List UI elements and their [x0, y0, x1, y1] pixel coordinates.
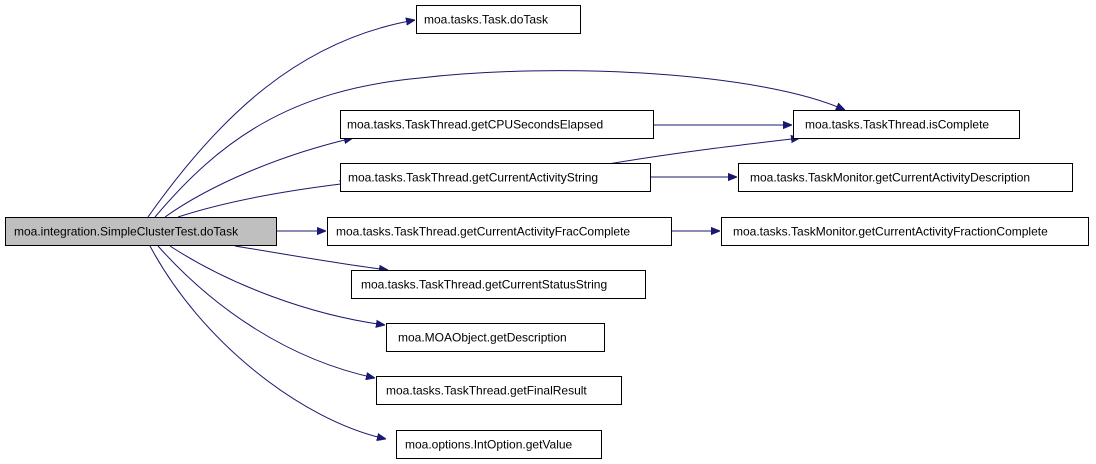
- node-box-getdescription: [386, 323, 605, 352]
- edge-root-to-iscomplete: [154, 70, 845, 218]
- edge-root-to-getcurrentstatusstring: [234, 245, 388, 270]
- edge-root-to-getvalue: [149, 245, 386, 439]
- node-label-getcurrentactivityfraccomplete: moa.tasks.TaskThread.getCurrentActivityF…: [336, 225, 630, 239]
- node-box-task-dotask: [416, 5, 581, 34]
- node-getcurrentactivityfraccomplete[interactable]: moa.tasks.TaskThread.getCurrentActivityF…: [327, 217, 672, 246]
- node-box-root: [5, 217, 277, 246]
- edge-root-to-task-dotask: [147, 20, 415, 218]
- edges: [147, 20, 845, 439]
- node-label-getcpusecondselapsed: moa.tasks.TaskThread.getCPUSecondsElapse…: [347, 118, 603, 132]
- node-box-getvalue: [396, 430, 602, 459]
- node-getcurrentactivitydescription[interactable]: moa.tasks.TaskMonitor.getCurrentActivity…: [738, 163, 1073, 192]
- node-label-task-dotask: moa.tasks.Task.doTask: [424, 13, 549, 27]
- node-getcurrentactivityfractioncomplete[interactable]: moa.tasks.TaskMonitor.getCurrentActivity…: [721, 217, 1089, 246]
- edge-root-to-getcurrentactivitystring: [177, 183, 349, 218]
- node-getfinalresult[interactable]: moa.tasks.TaskThread.getFinalResult: [376, 376, 622, 405]
- node-getvalue[interactable]: moa.options.IntOption.getValue: [396, 430, 602, 459]
- node-label-getdescription: moa.MOAObject.getDescription: [398, 331, 567, 345]
- node-box-getcurrentactivityfraccomplete: [327, 217, 672, 246]
- node-box-getfinalresult: [376, 376, 622, 405]
- edge-root-to-getfinalresult: [157, 245, 375, 378]
- node-label-getcurrentactivitystring: moa.tasks.TaskThread.getCurrentActivityS…: [348, 171, 598, 185]
- node-box-iscomplete: [793, 110, 1020, 139]
- node-getcurrentstatusstring[interactable]: moa.tasks.TaskThread.getCurrentStatusStr…: [351, 270, 646, 299]
- node-label-getcurrentstatusstring: moa.tasks.TaskThread.getCurrentStatusStr…: [361, 278, 607, 292]
- node-label-root: moa.integration.SimpleClusterTest.doTask: [14, 225, 239, 239]
- node-label-getcurrentactivityfractioncomplete: moa.tasks.TaskMonitor.getCurrentActivity…: [733, 225, 1048, 239]
- node-root[interactable]: moa.integration.SimpleClusterTest.doTask: [5, 217, 277, 246]
- edge-root-to-getdescription: [169, 245, 385, 325]
- node-label-getcurrentactivitydescription: moa.tasks.TaskMonitor.getCurrentActivity…: [750, 171, 1030, 185]
- node-box-getcurrentactivitydescription: [738, 163, 1073, 192]
- node-getcpusecondselapsed[interactable]: moa.tasks.TaskThread.getCPUSecondsElapse…: [340, 110, 654, 139]
- node-getdescription[interactable]: moa.MOAObject.getDescription: [386, 323, 605, 352]
- node-box-getcpusecondselapsed: [340, 110, 654, 139]
- node-label-iscomplete: moa.tasks.TaskThread.isComplete: [805, 118, 989, 132]
- node-box-getcurrentactivitystring: [340, 163, 651, 192]
- node-iscomplete[interactable]: moa.tasks.TaskThread.isComplete: [793, 110, 1020, 139]
- node-task-dotask[interactable]: moa.tasks.Task.doTask: [416, 5, 581, 34]
- node-getcurrentactivitystring[interactable]: moa.tasks.TaskThread.getCurrentActivityS…: [340, 163, 651, 192]
- node-label-getvalue: moa.options.IntOption.getValue: [405, 438, 573, 452]
- nodes: moa.integration.SimpleClusterTest.doTask…: [5, 5, 1089, 459]
- edge-root-to-getcpusecondselapsed: [164, 138, 353, 218]
- node-box-getcurrentstatusstring: [351, 270, 646, 299]
- node-box-getcurrentactivityfractioncomplete: [721, 217, 1089, 246]
- edge-getcurrentactivitystring-to-iscomplete: [607, 138, 800, 165]
- node-label-getfinalresult: moa.tasks.TaskThread.getFinalResult: [386, 384, 587, 398]
